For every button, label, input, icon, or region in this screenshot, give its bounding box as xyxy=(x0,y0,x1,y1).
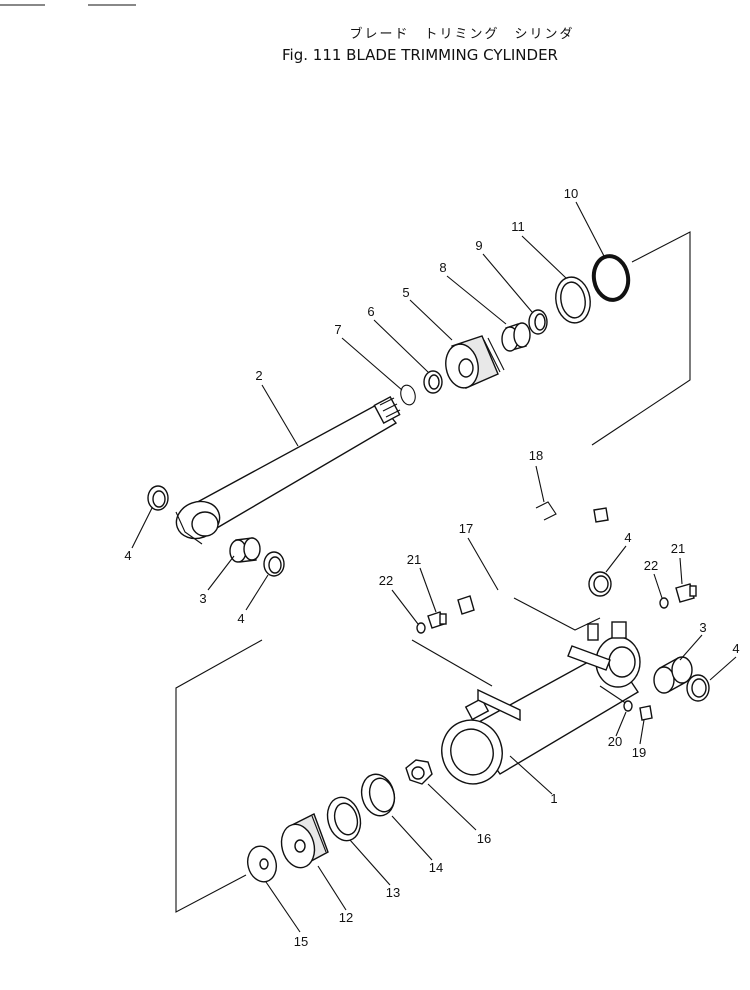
callout-21: 21 xyxy=(407,552,421,567)
figure-title-jp: ブレード トリミング シリンダ xyxy=(349,26,574,42)
part-8-bushing xyxy=(501,322,531,352)
part-2-piston-rod xyxy=(175,395,401,545)
part-4-dust-seal-a xyxy=(147,485,169,511)
part-3-bushing-b xyxy=(653,656,693,694)
callout-2: 2 xyxy=(255,368,262,383)
part-18-clip xyxy=(535,501,557,521)
part-10-o-ring xyxy=(591,254,631,302)
callout-16: 16 xyxy=(477,831,491,846)
callout-22: 22 xyxy=(644,558,658,573)
callout-22: 22 xyxy=(379,573,393,588)
part-21-elbow-a xyxy=(427,611,447,629)
part-7-snap-ring xyxy=(400,384,416,406)
part-1-cylinder-tube xyxy=(441,621,641,785)
callout-4: 4 xyxy=(124,548,131,563)
callout-5: 5 xyxy=(402,285,409,300)
part-11-back-up-ring xyxy=(555,276,591,324)
callout-4: 4 xyxy=(624,530,631,545)
callout-15: 15 xyxy=(294,934,308,949)
part-19-plug xyxy=(639,705,653,721)
part-3-bushing-a xyxy=(229,537,261,563)
part-20-o-ring xyxy=(623,700,633,712)
callout-1: 1 xyxy=(550,791,557,806)
leader-lines xyxy=(131,201,737,933)
assembly-bracket-lower xyxy=(175,639,263,913)
callout-3: 3 xyxy=(199,591,206,606)
part-9-seal xyxy=(528,309,548,335)
callout-14: 14 xyxy=(429,860,443,875)
callout-21: 21 xyxy=(671,541,685,556)
part-14-wear-ring xyxy=(360,773,396,817)
part-4-dust-seal-d xyxy=(588,571,612,597)
callout-20: 20 xyxy=(608,734,622,749)
part-13-piston-ring xyxy=(326,796,362,842)
part-5-cylinder-head xyxy=(445,335,505,389)
part-4-dust-seal-c xyxy=(686,674,710,702)
callout-3: 3 xyxy=(699,620,706,635)
callout-12: 12 xyxy=(339,910,353,925)
callout-numbers: 2 4 3 4 7 6 5 8 9 11 10 18 17 4 21 22 22… xyxy=(124,186,739,949)
callout-19: 19 xyxy=(632,745,646,760)
assembly-bracket-upper xyxy=(591,231,691,446)
callout-7: 7 xyxy=(334,322,341,337)
part-22-o-ring-a xyxy=(416,622,426,634)
callout-13: 13 xyxy=(386,885,400,900)
callout-17: 17 xyxy=(459,521,473,536)
part-6-ring xyxy=(423,370,443,394)
callout-6: 6 xyxy=(367,304,374,319)
part-15-washer xyxy=(246,845,278,883)
part-12-piston xyxy=(280,813,329,869)
part-17-tube xyxy=(457,507,609,615)
part-22-o-ring-b xyxy=(659,597,669,609)
callout-18: 18 xyxy=(529,448,543,463)
part-4-dust-seal-b xyxy=(263,551,285,577)
assembly-bracket-port-a xyxy=(411,639,493,687)
callout-11: 11 xyxy=(511,219,525,234)
callout-4: 4 xyxy=(237,611,244,626)
part-16-nut xyxy=(405,759,433,785)
callout-10: 10 xyxy=(564,186,578,201)
figure-title: Fig. 111 BLADE TRIMMING CYLINDER xyxy=(282,46,558,64)
callout-8: 8 xyxy=(439,260,446,275)
callout-9: 9 xyxy=(475,238,482,253)
assembly-bracket-port-b xyxy=(513,597,601,631)
callout-4: 4 xyxy=(732,641,739,656)
part-21-elbow-b xyxy=(675,583,697,603)
